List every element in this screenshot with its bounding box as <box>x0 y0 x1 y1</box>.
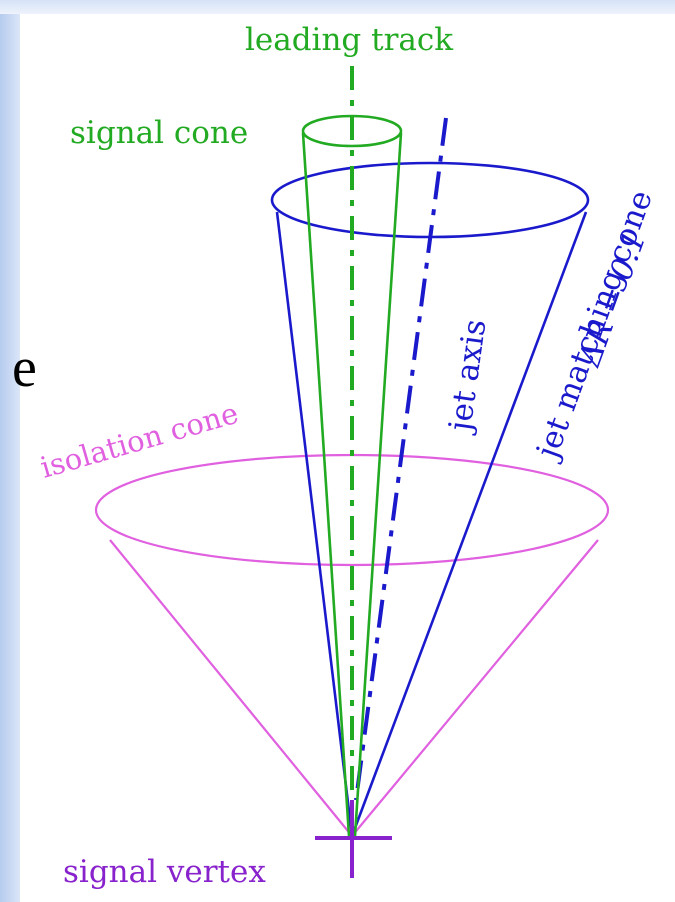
slide-frame-top <box>0 0 675 14</box>
jet-axis-line <box>354 117 448 801</box>
jet-matching-cone-right-edge <box>350 211 588 837</box>
jet-matching-cone-left-edge <box>275 211 354 837</box>
slide-frame-left <box>0 0 20 902</box>
isolation-cone-left-edge <box>109 539 353 837</box>
signal-vertex-label: signal vertex <box>63 854 266 890</box>
jet-matching-cone <box>270 161 590 837</box>
delta-r-label: ΔR = 0.1 <box>571 226 653 371</box>
jet-axis-label: jet axis <box>442 317 494 436</box>
leading-track-label: leading track <box>245 22 453 58</box>
isolation-cone-right-edge <box>351 539 599 837</box>
slide-text-fragment: e <box>12 337 37 399</box>
signal-cone-label: signal cone <box>70 115 248 151</box>
isolation-cone-label: isolation cone <box>37 396 242 485</box>
signal-cone-right-edge <box>353 132 403 837</box>
signal-vertex-marker <box>315 800 392 878</box>
signal-cone-left-edge <box>301 132 351 837</box>
